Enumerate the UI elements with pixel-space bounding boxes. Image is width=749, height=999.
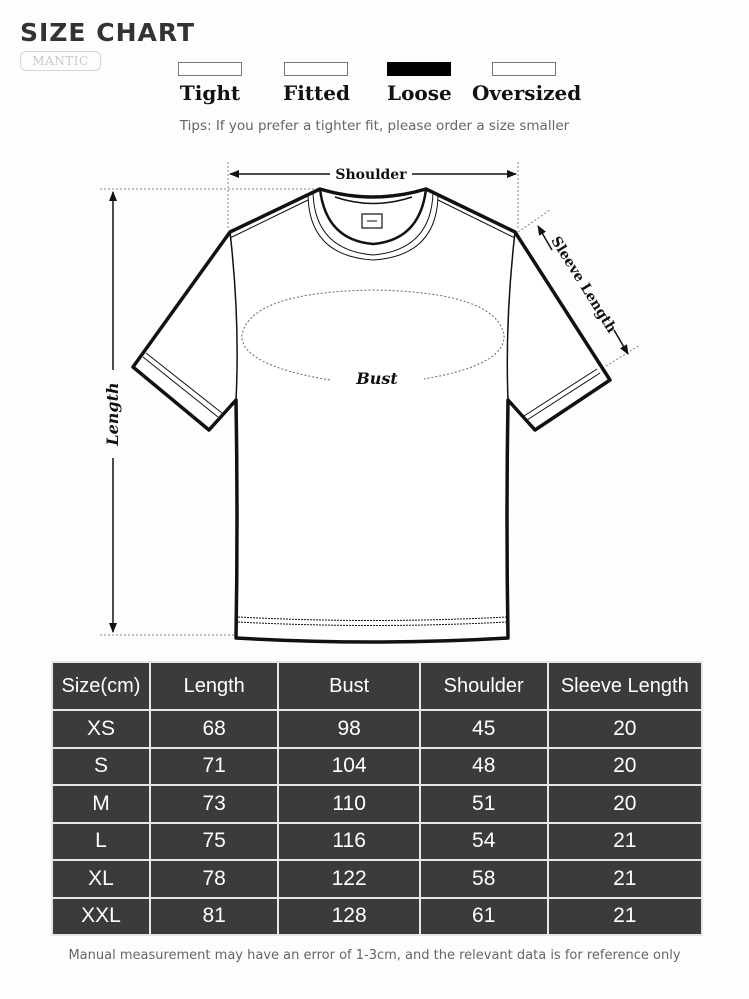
fit-indicator-box bbox=[492, 62, 556, 76]
fit-option-fitted: Fitted bbox=[283, 62, 350, 105]
header-size: Size(cm) bbox=[51, 661, 151, 711]
fit-indicator-box-selected bbox=[387, 62, 452, 76]
cell-length: 71 bbox=[148, 746, 280, 786]
cell-sleeve-length: 21 bbox=[546, 896, 704, 936]
cell-shoulder: 54 bbox=[418, 821, 549, 861]
cell-bust: 116 bbox=[277, 821, 421, 861]
length-label: Length bbox=[103, 382, 122, 446]
table-row: S 71 104 48 20 bbox=[51, 746, 704, 786]
cell-size: XL bbox=[51, 859, 151, 899]
cell-size: L bbox=[51, 821, 151, 861]
cell-sleeve-length: 21 bbox=[546, 821, 704, 861]
fit-option-loose: Loose bbox=[387, 62, 452, 105]
guide-lines bbox=[100, 162, 641, 636]
cell-sleeve-length: 20 bbox=[546, 746, 704, 786]
cell-shoulder: 48 bbox=[418, 746, 549, 786]
cell-bust: 98 bbox=[277, 709, 421, 749]
page-title: SIZE CHART bbox=[20, 18, 196, 47]
tshirt-outline bbox=[131, 187, 612, 644]
table-header-row: Size(cm) Length Bust Shoulder Sleeve Len… bbox=[51, 661, 704, 711]
fit-indicator-box bbox=[178, 62, 242, 76]
cell-shoulder: 51 bbox=[418, 784, 549, 824]
fit-label: Fitted bbox=[283, 81, 350, 105]
fit-option-tight: Tight bbox=[178, 62, 242, 105]
cell-bust: 128 bbox=[277, 896, 421, 936]
fit-label: Tight bbox=[179, 81, 241, 105]
header-bust: Bust bbox=[277, 661, 421, 711]
bust-indicator: Bust bbox=[241, 289, 505, 388]
cell-sleeve-length: 20 bbox=[546, 784, 704, 824]
cell-shoulder: 58 bbox=[418, 859, 549, 899]
cell-length: 73 bbox=[148, 784, 280, 824]
cell-size: XS bbox=[51, 709, 151, 749]
header-length: Length bbox=[148, 661, 280, 711]
cell-size: XXL bbox=[51, 896, 151, 936]
cell-sleeve-length: 20 bbox=[546, 709, 704, 749]
cell-size: M bbox=[51, 784, 151, 824]
table-row: XXL 81 128 61 21 bbox=[51, 896, 704, 936]
fit-label: Loose bbox=[387, 81, 452, 105]
cell-sleeve-length: 21 bbox=[546, 859, 704, 899]
cell-length: 68 bbox=[148, 709, 280, 749]
bust-label: Bust bbox=[355, 369, 398, 388]
cell-bust: 110 bbox=[277, 784, 421, 824]
table-row: L 75 116 54 21 bbox=[51, 821, 704, 861]
fit-option-oversized: Oversized bbox=[472, 62, 582, 105]
length-dimension: Length bbox=[103, 191, 122, 633]
header-shoulder: Shoulder bbox=[418, 661, 549, 711]
cell-length: 75 bbox=[148, 821, 280, 861]
cell-bust: 104 bbox=[277, 746, 421, 786]
table-row: M 73 110 51 20 bbox=[51, 784, 704, 824]
size-table: Size(cm) Length Bust Shoulder Sleeve Len… bbox=[51, 661, 704, 936]
tshirt-diagram: Shoulder Length Sleeve Length bbox=[100, 162, 641, 644]
footer-note: Manual measurement may have an error of … bbox=[68, 948, 681, 963]
cell-shoulder: 45 bbox=[418, 709, 549, 749]
tips-text: Tips: If you prefer a tighter fit, pleas… bbox=[179, 118, 570, 134]
header-sleeve-length: Sleeve Length bbox=[546, 661, 704, 711]
cell-length: 81 bbox=[148, 896, 280, 936]
cell-shoulder: 61 bbox=[418, 896, 549, 936]
cell-size: S bbox=[51, 746, 151, 786]
brand-logo: MANTIC bbox=[20, 51, 101, 71]
fit-indicator-box bbox=[284, 62, 349, 76]
cell-bust: 122 bbox=[277, 859, 421, 899]
shoulder-label: Shoulder bbox=[335, 167, 407, 183]
fit-label: Oversized bbox=[472, 81, 582, 105]
shoulder-dimension: Shoulder bbox=[229, 167, 517, 183]
table-row: XL 78 122 58 21 bbox=[51, 859, 704, 899]
table-row: XS 68 98 45 20 bbox=[51, 709, 704, 749]
cell-length: 78 bbox=[148, 859, 280, 899]
